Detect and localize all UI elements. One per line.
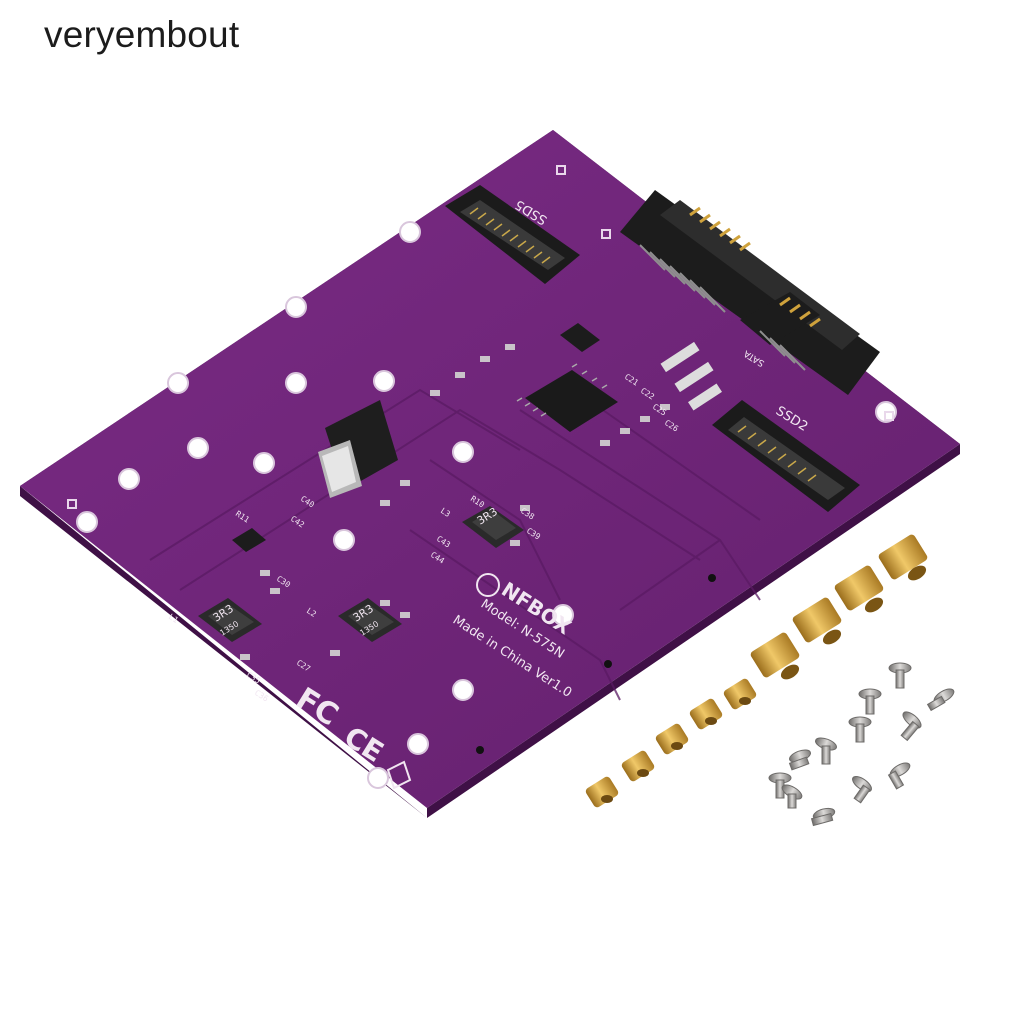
screw [900,711,922,742]
m2-connector-right [712,400,860,512]
screw [848,716,872,743]
standoff [792,597,842,645]
screw [815,737,837,765]
inductor-2 [198,598,262,642]
power-jack [318,400,398,498]
standoff [834,565,884,613]
silk-label-l1: L1 [167,612,180,625]
standoff [878,534,928,581]
recycle-mark-icon [386,760,412,790]
mount-holes [76,221,897,789]
chip-pins [516,363,608,417]
standoffs [750,534,928,680]
sata-connector [620,190,880,395]
inductor-1 [462,506,524,548]
silk-label-l2: L2 [305,606,318,619]
standoff [750,632,800,680]
screw [888,662,912,689]
threaded-insert [585,776,619,808]
threaded-inserts [585,678,757,808]
threaded-insert [689,698,723,730]
via-dots [476,574,716,754]
watermark-text: veryembout [44,14,240,55]
screws [768,662,955,827]
silk-label-l3: L3 [439,506,452,519]
threaded-insert [723,678,757,710]
threaded-insert [655,723,689,755]
screw [810,807,836,827]
small-ic [560,323,600,352]
screw [788,749,811,771]
screw [781,784,803,809]
screw [887,762,911,790]
screw [852,775,872,804]
m2-connector-top [445,185,580,284]
inductor-3 [338,598,402,642]
nfbox-logo-icon [476,573,500,597]
threaded-insert [621,750,655,782]
controller-chip [525,370,618,432]
screw [926,688,955,712]
test-pads [67,165,894,509]
smd-components [232,341,722,660]
screw [858,688,882,715]
